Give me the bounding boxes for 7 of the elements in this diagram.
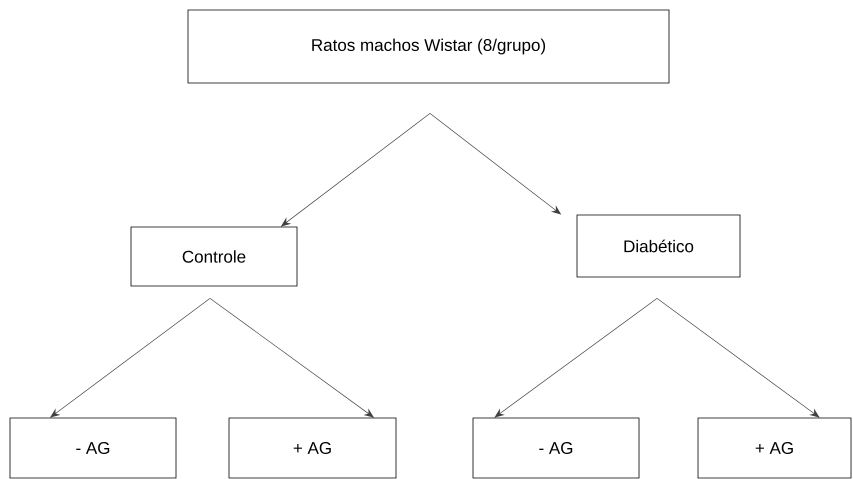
process-box: Diabético [576,214,740,278]
process-box: Controle [130,226,298,286]
process-box: - AG [472,418,640,478]
process-box: + AG [698,418,852,478]
process-box: + AG [228,418,396,478]
process-box: - AG [10,418,176,478]
process-box: Ratos machos Wistar (8/grupo) [188,10,670,84]
